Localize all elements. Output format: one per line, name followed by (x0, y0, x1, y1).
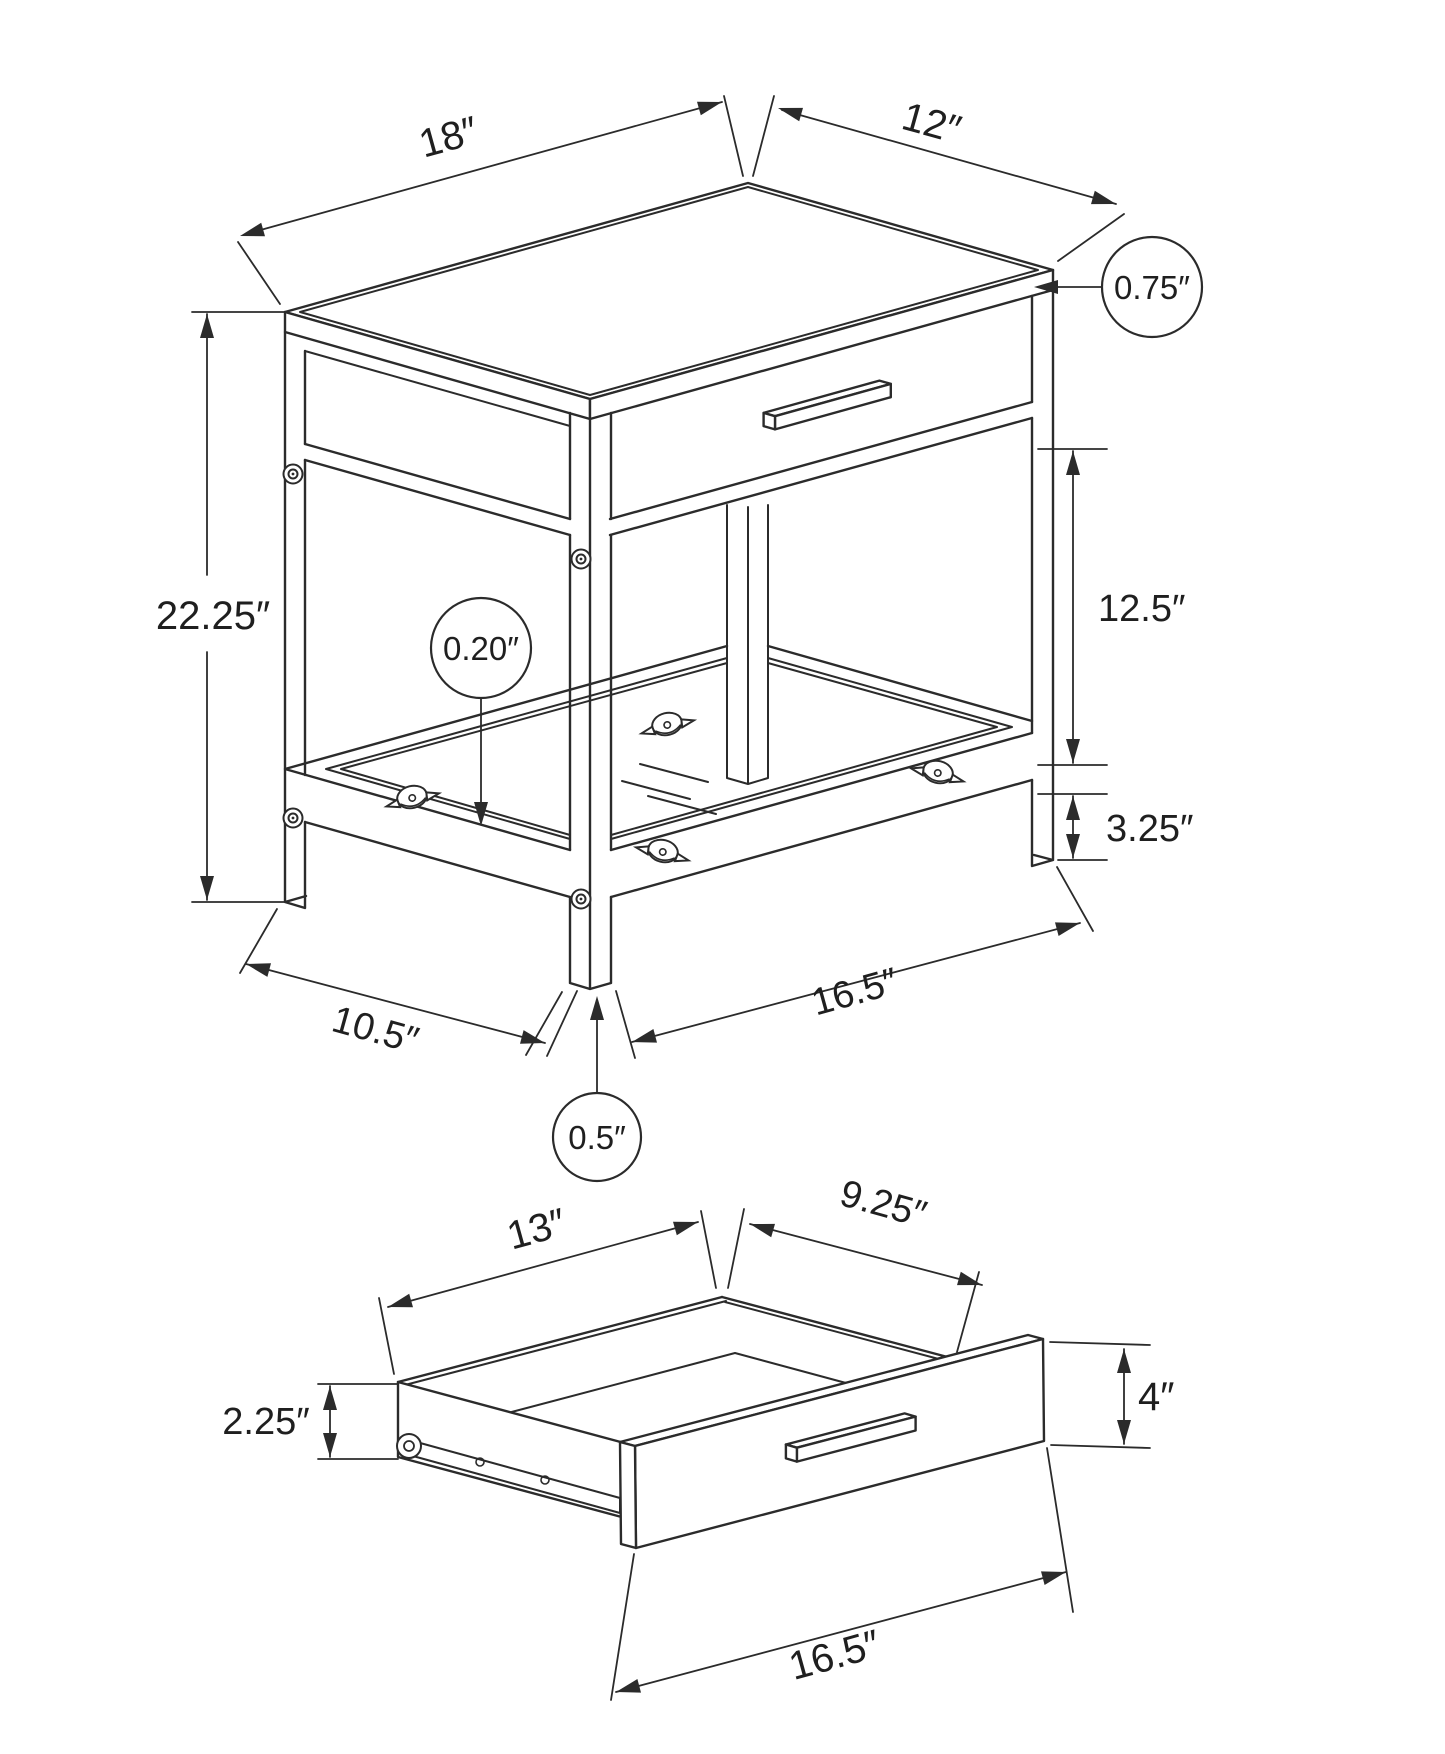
dim-overall-height-label: 22.25″ (156, 594, 270, 638)
dim-base-side-label: 10.5″ (327, 999, 422, 1063)
dim-top-depth-label: 18″ (414, 108, 482, 166)
table-legs (283, 288, 1055, 991)
glass-reflection-marks (621, 763, 717, 815)
dim-side-height-label: 2.25″ (222, 1401, 309, 1443)
drawer-box (396, 1295, 1046, 1550)
table-view: 18″ 12″ 0.75″ 22.25″ 12.5″ (156, 94, 1204, 1183)
drawer-front-panel (618, 1333, 1046, 1550)
dim-inner-depth-label: 9.25″ (835, 1173, 930, 1237)
dim-base-side: 10.5″ (239, 908, 563, 1063)
frame-rails (303, 350, 1034, 537)
glass-shelf (283, 644, 1034, 899)
drawer-front (762, 379, 892, 431)
tabletop (283, 181, 1055, 421)
dim-inner-depth: 9.25″ (727, 1173, 983, 1353)
dim-leg-width: 0.5″ (546, 990, 643, 1183)
dim-inner-width-label: 13″ (502, 1200, 570, 1258)
dim-glass-thickness-label: 0.20″ (443, 630, 519, 667)
dim-front-width-label: 16.5″ (784, 1622, 884, 1689)
drawer-handle (784, 1412, 917, 1463)
dim-top-thickness-label: 0.75″ (1114, 269, 1190, 306)
drawer-view: 13″ 9.25″ 2.25″ 4″ 16.5″ (222, 1173, 1174, 1701)
dim-leg-width-label: 0.5″ (568, 1119, 626, 1156)
dim-top-width-label: 12″ (897, 94, 965, 152)
glass-clip-fasteners (382, 705, 968, 870)
dim-shelf-clearance: 3.25″ (1037, 793, 1193, 861)
dim-front-height-label: 4″ (1138, 1375, 1174, 1419)
dim-base-front-label: 16.5″ (807, 961, 902, 1025)
dim-side-height: 2.25″ (222, 1383, 399, 1460)
dim-glass-thickness: 0.20″ (429, 596, 533, 826)
dim-overall-height: 22.25″ (156, 311, 285, 903)
dim-top-thickness: 0.75″ (1034, 235, 1204, 339)
drawer-slide-rail (396, 1433, 621, 1514)
dim-base-front: 16.5″ (631, 866, 1094, 1043)
dim-drawer-to-shelf-label: 12.5″ (1098, 588, 1185, 630)
dim-shelf-clearance-label: 3.25″ (1106, 808, 1193, 850)
dim-drawer-to-shelf: 12.5″ (1037, 448, 1185, 766)
drawer-handle (762, 379, 892, 431)
dim-front-height: 4″ (1049, 1341, 1174, 1449)
